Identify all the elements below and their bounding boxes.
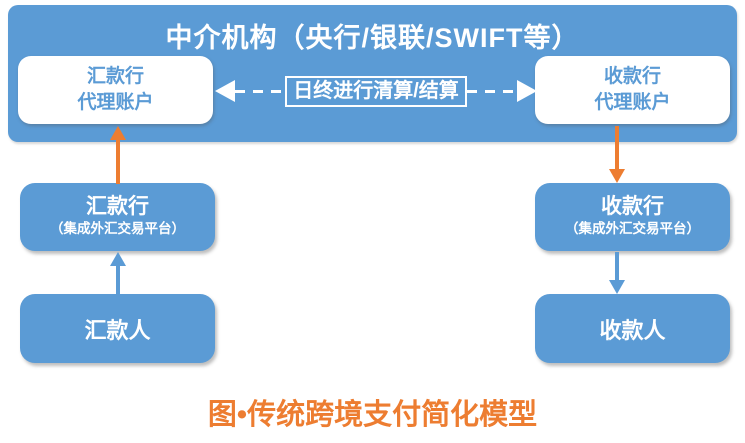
left-arrowhead-icon: [215, 80, 235, 102]
remitting-bank-name: 汇款行: [86, 195, 149, 219]
arrow-agent-account-to-receiving-bank: [609, 126, 625, 183]
receiving-agent-line1: 收款行: [603, 65, 661, 87]
arrow-remitting-bank-to-agent-account: [110, 126, 126, 184]
up-arrowhead-icon: [110, 126, 126, 140]
down-arrowhead-icon: [609, 169, 625, 183]
arrow-line: [615, 126, 619, 169]
remitting-bank-subtitle: （集成外汇交易平台）: [50, 221, 185, 237]
remitter-box: 汇款人: [20, 294, 215, 363]
arrow-line: [116, 266, 120, 295]
clearing-settlement-arrow: 日终进行清算/结算: [215, 75, 537, 107]
dashed-line-right: [466, 89, 517, 93]
receiving-agent-line2: 代理账户: [594, 92, 671, 113]
arrow-line: [615, 252, 619, 280]
remitting-agent-line1: 汇款行: [86, 65, 144, 87]
clearing-settlement-label: 日终进行清算/结算: [285, 75, 467, 107]
remitting-bank-box: 汇款行 （集成外汇交易平台）: [20, 183, 215, 251]
down-arrowhead-icon: [609, 280, 625, 294]
receiving-bank-name: 收款行: [601, 195, 664, 219]
arrow-remitter-to-remitting-bank: [110, 252, 126, 295]
receiving-bank-agent-account-box: 收款行 代理账户: [535, 56, 730, 124]
remitting-bank-agent-account-box: 汇款行 代理账户: [18, 56, 213, 124]
intermediary-title: 中介机构（央行/银联/SWIFT等）: [165, 23, 580, 53]
dashed-line-left: [235, 89, 286, 93]
receiving-bank-subtitle: （集成外汇交易平台）: [565, 221, 700, 237]
receiving-bank-box: 收款行 （集成外汇交易平台）: [535, 183, 730, 251]
diagram-caption: 图•传统跨境支付简化模型: [207, 399, 538, 431]
up-arrowhead-icon: [110, 252, 126, 266]
arrow-receiving-bank-to-receiver: [609, 252, 625, 294]
remitting-agent-line2: 代理账户: [77, 92, 154, 113]
arrow-line: [116, 140, 120, 184]
right-arrowhead-icon: [517, 80, 537, 102]
remitter-label: 汇款人: [84, 317, 151, 343]
receiver-label: 收款人: [599, 317, 666, 343]
receiver-box: 收款人: [535, 294, 730, 363]
